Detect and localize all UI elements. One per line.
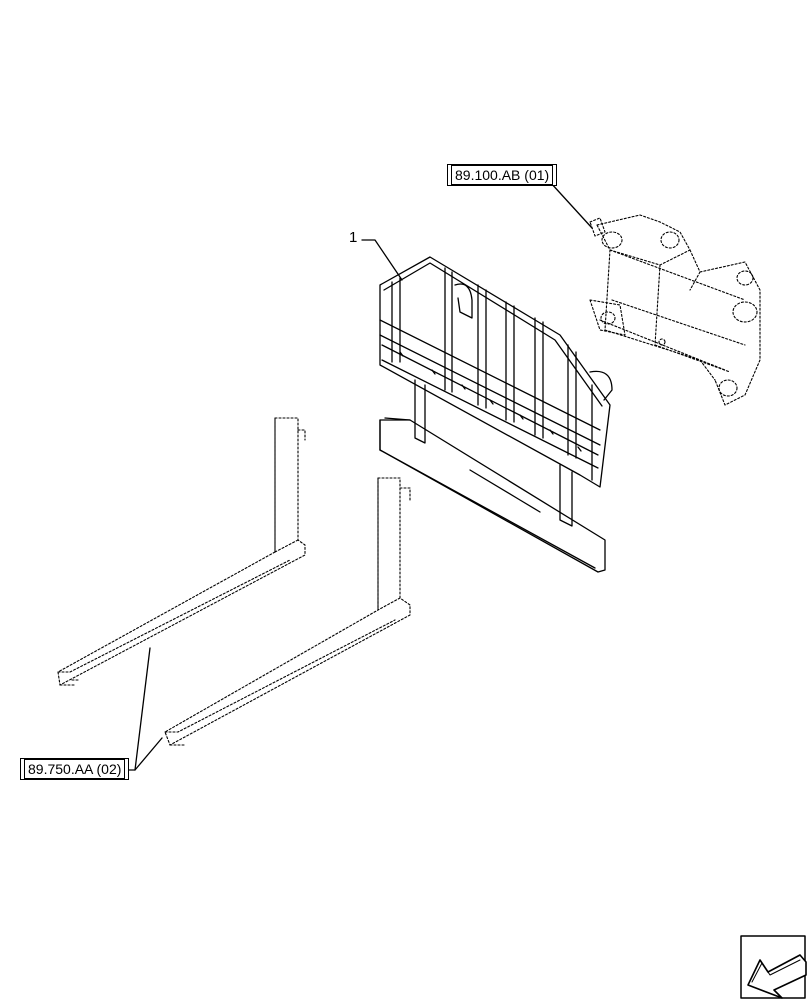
reference-label-top-text: 89.100.AB (01) bbox=[451, 165, 554, 185]
leader-line-top bbox=[549, 181, 593, 229]
reference-label-bottom-text: 89.750.AA (02) bbox=[24, 759, 126, 779]
item-number-label: 1 bbox=[349, 229, 358, 246]
fork-tine-right bbox=[164, 477, 411, 746]
fork-carriage-frame bbox=[379, 256, 613, 573]
reference-label-top[interactable]: 89.100.AB (01) bbox=[447, 164, 558, 186]
leader-line-item-1 bbox=[361, 239, 403, 281]
leader-line-bottom-2 bbox=[134, 737, 163, 771]
leader-line-bottom-1 bbox=[121, 647, 151, 771]
navigation-arrow-icon[interactable] bbox=[740, 935, 807, 999]
fork-tine-left bbox=[57, 417, 306, 686]
reference-label-bottom[interactable]: 89.750.AA (02) bbox=[20, 758, 130, 780]
mounting-bracket-reference bbox=[589, 214, 761, 406]
